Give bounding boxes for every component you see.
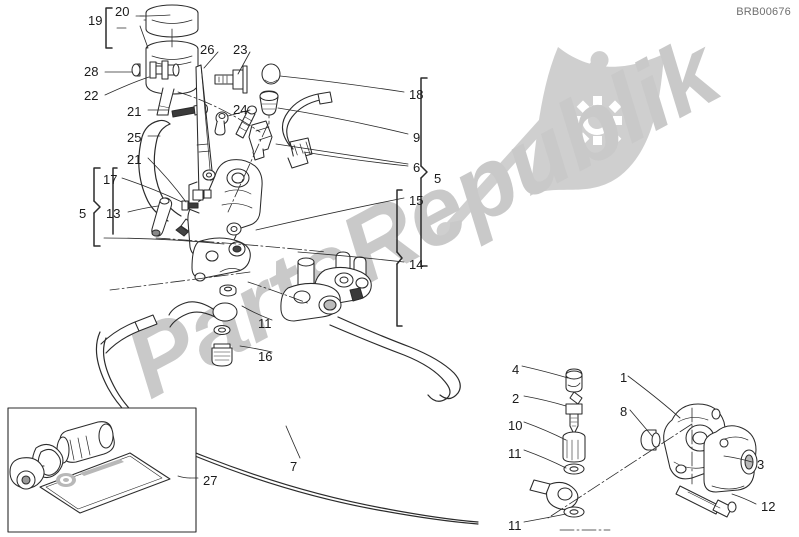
callout-14: 14 [409, 257, 424, 272]
callout-21-lower: 21 [127, 152, 142, 167]
callout-23: 23 [233, 42, 248, 57]
callout-22: 22 [84, 88, 99, 103]
bolt-2 [565, 403, 583, 435]
callout-25: 25 [127, 130, 142, 145]
callout-21-upper: 21 [127, 104, 142, 119]
callout-19: 19 [88, 13, 103, 28]
callout-11-a: 11 [258, 316, 272, 331]
document-code: BRB00676 [736, 6, 791, 18]
callout-18: 18 [409, 87, 424, 102]
grommet-28 [131, 63, 141, 77]
callout-1: 1 [620, 370, 628, 385]
washer-stack-11-16 [211, 284, 237, 367]
callout-13: 13 [106, 206, 121, 221]
bushing-8 [640, 429, 661, 451]
callout-24: 24 [233, 102, 248, 117]
bracket-26 [195, 64, 216, 196]
callout-3: 3 [757, 457, 765, 472]
callout-15: 15 [409, 193, 424, 208]
callout-4: 4 [512, 362, 520, 377]
callout-12: 12 [761, 499, 776, 514]
callout-28: 28 [84, 64, 99, 79]
callout-8: 8 [620, 404, 628, 419]
callout-7: 7 [290, 459, 298, 474]
callout-11-c: 11 [508, 518, 522, 533]
part-17 [181, 200, 199, 211]
callout-11-b: 11 [508, 446, 522, 461]
callout-6: 6 [413, 160, 421, 175]
leader-lines [103, 14, 757, 523]
seal-kit-box-27 [7, 407, 197, 533]
callout-26: 26 [200, 42, 215, 57]
lever-assembly-14 [280, 251, 461, 402]
callout-10: 10 [508, 418, 523, 433]
master-cylinder-body [187, 159, 263, 282]
part-13 [151, 197, 173, 237]
piston-cover-3 [703, 425, 758, 493]
centerlines [109, 91, 693, 531]
callout-27: 27 [203, 473, 218, 488]
bleed-screw-15 [235, 105, 258, 139]
sleeve-10 [562, 431, 586, 463]
pin-24 [214, 111, 229, 136]
callout-16: 16 [258, 349, 273, 364]
reservoir-assembly [145, 4, 199, 116]
bushing-22 [149, 60, 180, 80]
harness-6-wire [281, 91, 333, 150]
plunger-23 [214, 65, 248, 94]
cap-9 [259, 90, 279, 125]
hose-7 [95, 331, 579, 525]
switch-6-b [287, 137, 313, 169]
callout-5-left: 5 [79, 206, 87, 221]
callout-2: 2 [512, 391, 520, 406]
hose-banjo-left [100, 301, 238, 354]
group-brackets [93, 7, 428, 327]
knob-18 [261, 63, 281, 85]
washer-11-upper [563, 463, 585, 475]
callout-9: 9 [413, 130, 421, 145]
switch-6-a [248, 120, 273, 161]
bolt-12 [675, 485, 737, 518]
fitting-4 [565, 368, 583, 405]
callout-20: 20 [115, 4, 130, 19]
callout-17: 17 [103, 172, 118, 187]
washer-11-lower [563, 506, 585, 518]
callout-5-right: 5 [434, 171, 442, 186]
